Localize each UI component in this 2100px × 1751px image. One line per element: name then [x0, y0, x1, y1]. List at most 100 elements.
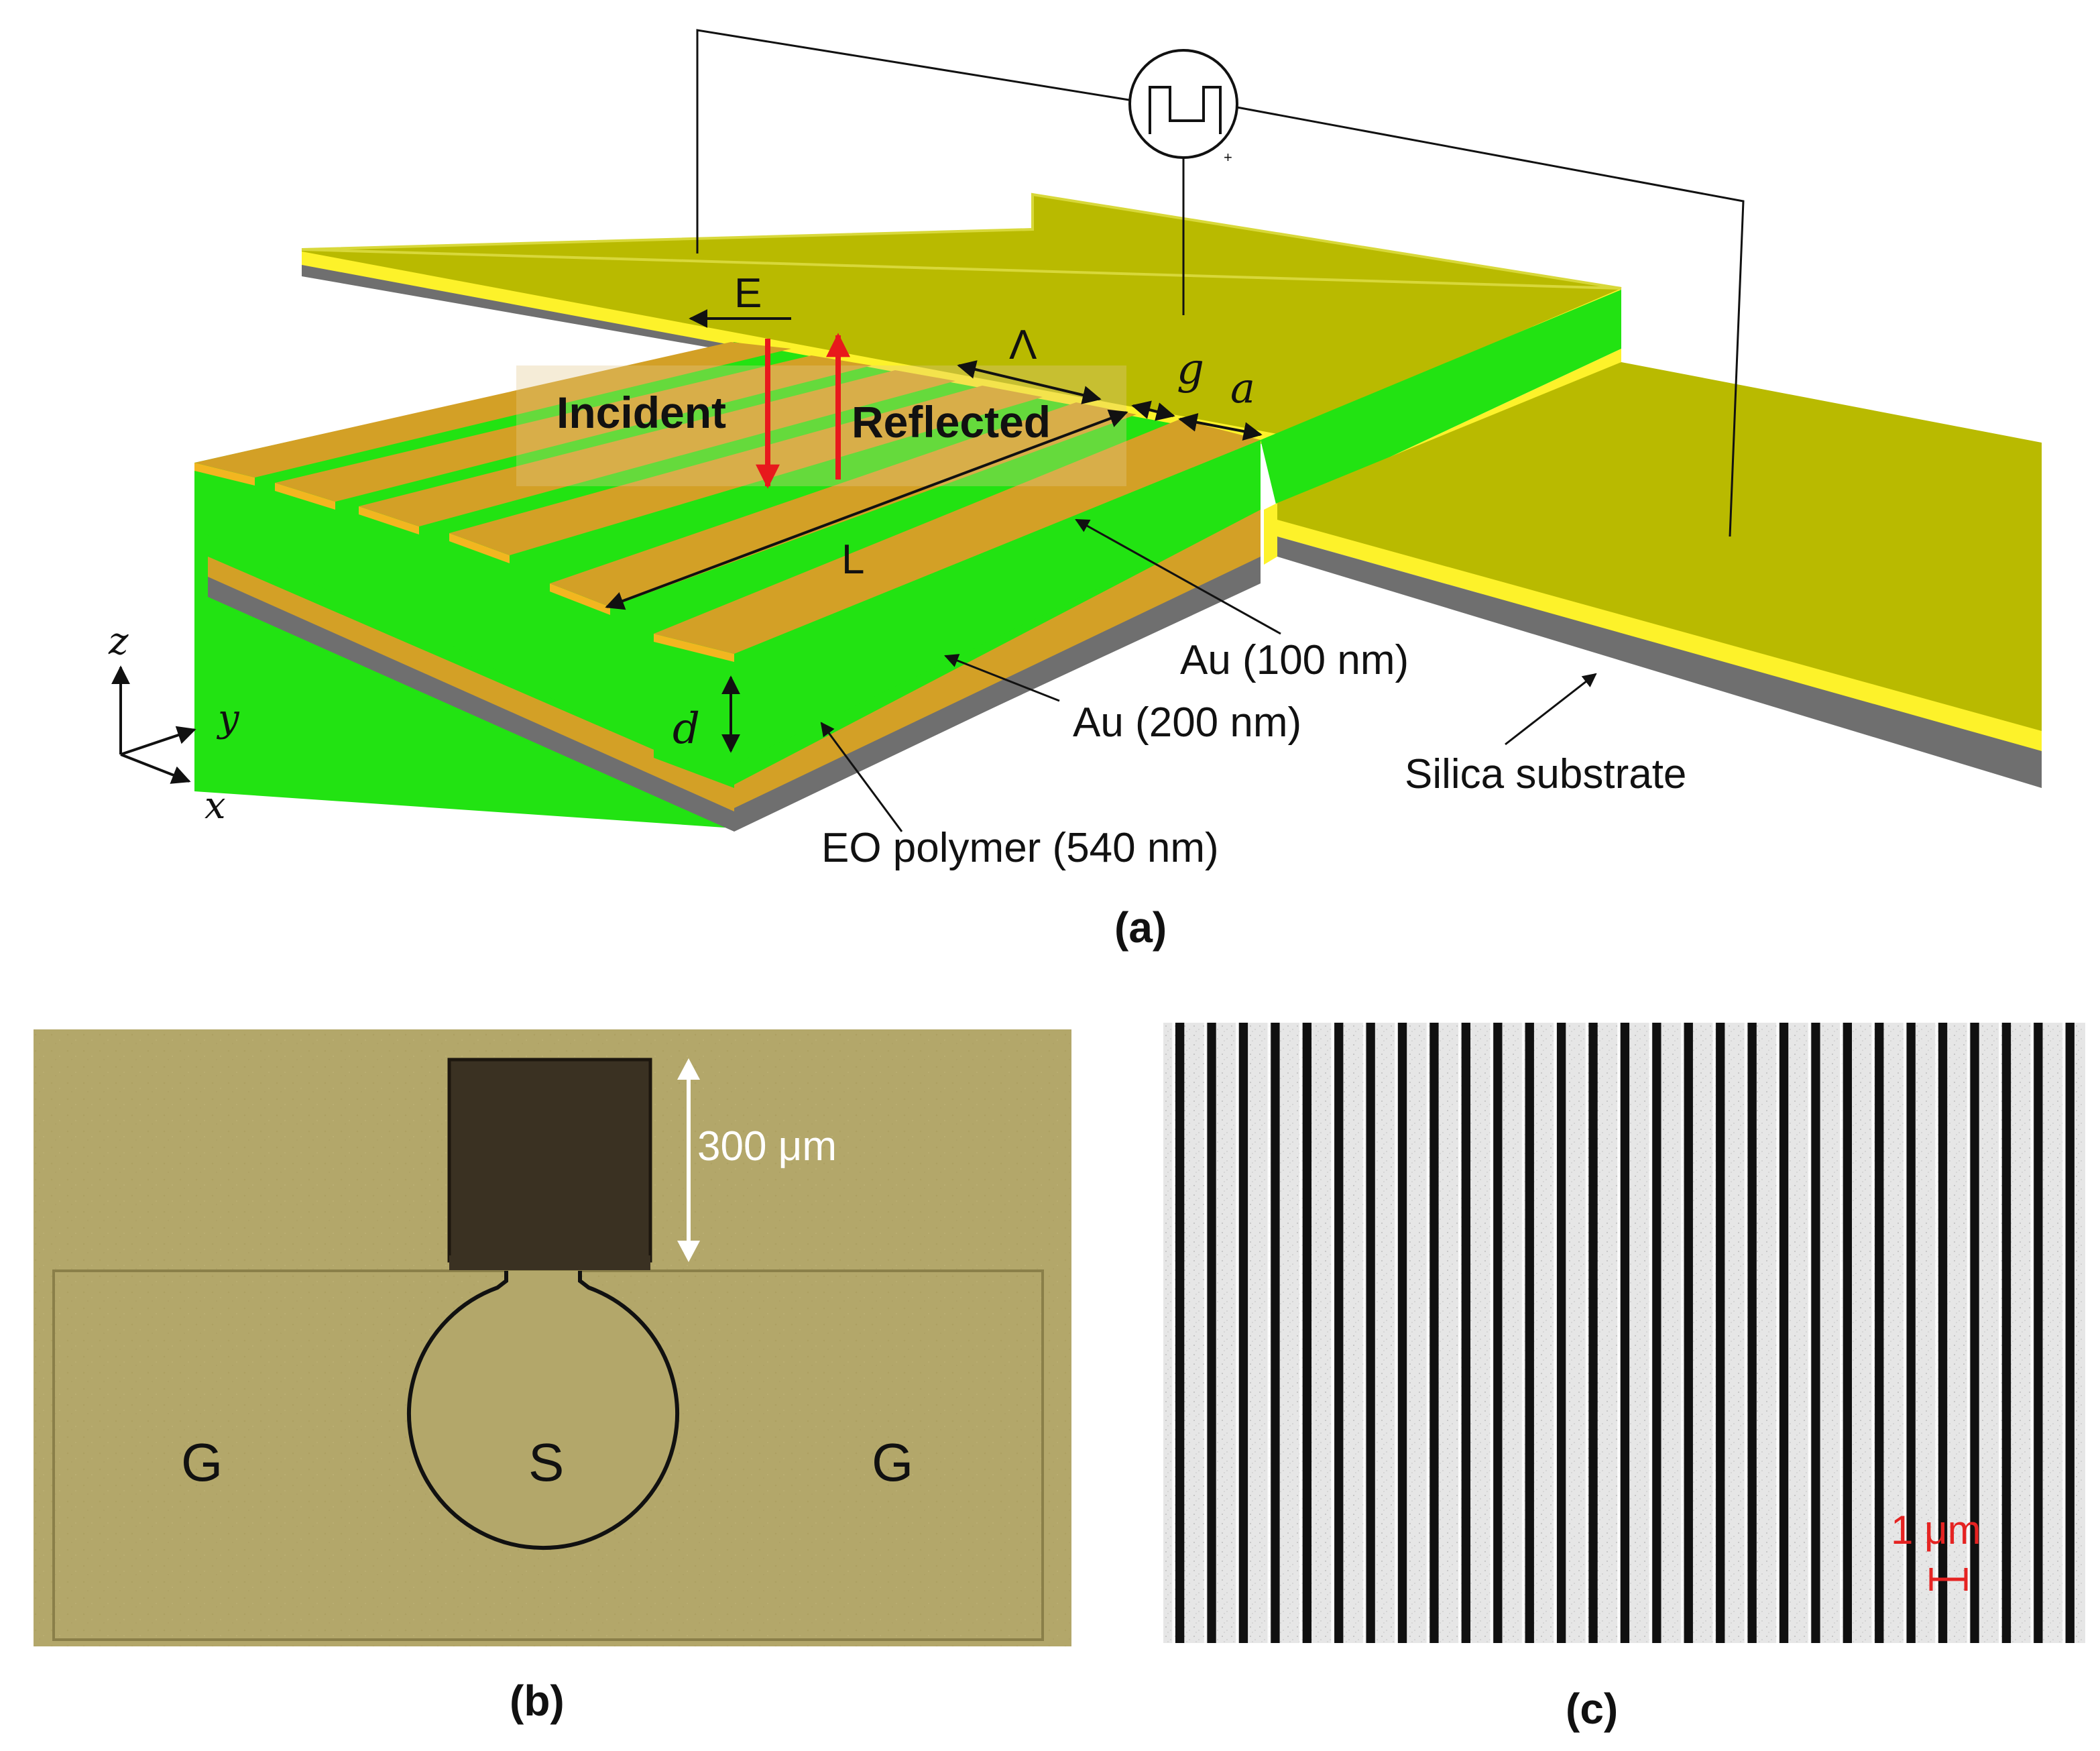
eo-polymer-callout [820, 722, 903, 832]
grating-stripe [1747, 1023, 1757, 1643]
grating-stripe [1652, 1023, 1661, 1643]
grating-stripe [1843, 1023, 1852, 1643]
label-d: d [673, 704, 700, 754]
grating-stripe [1525, 1023, 1534, 1643]
stripe-edge-highlight [1236, 1023, 1238, 1643]
grating-stripe [1557, 1023, 1566, 1643]
stripe-edge-highlight [1521, 1023, 1525, 1643]
label-incident: Incident [557, 388, 726, 437]
stripe-edge-highlight [1362, 1023, 1366, 1643]
signal-pad-neck [449, 1255, 650, 1270]
panel-a-device-schematic: + E Λ g a Incident Reflected L d Au (100… [108, 29, 2042, 952]
stripe-edge-highlight [2062, 1023, 2065, 1643]
stripe-edge-highlight [1712, 1023, 1716, 1643]
label-silica: Silica substrate [1405, 751, 1686, 797]
stripe-edge-highlight [1490, 1023, 1493, 1643]
label-lambda: Λ [1009, 322, 1037, 368]
stripe-edge-highlight [1331, 1023, 1334, 1643]
stripe-edge-highlight [1999, 1023, 2001, 1643]
signal-ring-electrode [407, 1271, 679, 1550]
grating-stripe [1207, 1023, 1216, 1643]
pad-label-g-right: G [872, 1432, 913, 1492]
grating-stripe [1906, 1023, 1916, 1643]
grating-stripe [1811, 1023, 1820, 1643]
axis-x-label: x [205, 784, 226, 828]
grating-stripe [1938, 1023, 1948, 1643]
square-wave-icon [1149, 86, 1222, 134]
panel-b-caption: (b) [510, 1677, 565, 1725]
stripe-edge-highlight [1204, 1023, 1207, 1643]
scale-label-300um: 300 μm [697, 1123, 837, 1170]
axis-z-label: z [108, 620, 129, 663]
grating-stripe [1493, 1023, 1503, 1643]
grating-stripe [1397, 1023, 1407, 1643]
label-g: g [1177, 345, 1204, 394]
label-l: L [841, 536, 864, 583]
grating-stripe [1620, 1023, 1630, 1643]
stripe-edge-highlight [1935, 1023, 1938, 1643]
grating-stripe [1970, 1023, 1979, 1643]
au-top-callout [1075, 518, 1281, 635]
svg-text:+: + [1224, 149, 1232, 166]
grating-stripe [1430, 1023, 1439, 1643]
grating-stripe [1334, 1023, 1344, 1643]
au-bottom-callout [944, 654, 1060, 702]
panel-c-caption: (c) [1566, 1685, 1618, 1733]
period-arrow [957, 360, 1102, 404]
label-reflected: Reflected [852, 397, 1051, 447]
label-e: E [734, 270, 762, 317]
length-arrow [605, 409, 1128, 610]
grating-ridge [194, 342, 791, 553]
grating-stripe [1175, 1023, 1185, 1643]
label-au-100: Au (100 nm) [1180, 637, 1409, 683]
stripe-edge-highlight [1840, 1023, 1843, 1643]
stripe-edge-highlight [1299, 1023, 1302, 1643]
grating-stripe [1461, 1023, 1470, 1643]
grating-stripe [1684, 1023, 1693, 1643]
label-a: a [1230, 363, 1255, 412]
stripe-edge-highlight [1554, 1023, 1556, 1643]
grating-stripe [1271, 1023, 1280, 1643]
grating-stripe [2001, 1023, 2011, 1643]
stripe-edge-highlight [1395, 1023, 1397, 1643]
label-au-200: Au (200 nm) [1073, 699, 1301, 746]
stripe-edge-highlight [1871, 1023, 1875, 1643]
grating-stripe [1366, 1023, 1375, 1643]
silica-callout [1505, 673, 1597, 746]
stripe-edge-highlight [1426, 1023, 1430, 1643]
stripe-edge-highlight [1680, 1023, 1684, 1643]
grating-stripe [1588, 1023, 1598, 1643]
panel-c-sem-image: 1 μm (c) [1163, 1023, 2085, 1733]
grating-stripe [2065, 1023, 2075, 1643]
stripe-edge-highlight [1808, 1023, 1811, 1643]
grating-stripe [1238, 1023, 1248, 1643]
stripe-edge-highlight [1649, 1023, 1652, 1643]
stripe-edge-highlight [2030, 1023, 2034, 1643]
stripe-edge-highlight [1967, 1023, 1970, 1643]
panel-a-caption: (a) [1114, 903, 1167, 952]
grating-stripe [2034, 1023, 2043, 1643]
stripe-edge-highlight [1776, 1023, 1779, 1643]
grating-stripe [1716, 1023, 1725, 1643]
pad-label-s: S [528, 1432, 564, 1492]
panel-b-optical-micrograph: 300 μm G S G (b) [34, 1029, 1071, 1725]
label-eo-polymer: EO polymer (540 nm) [821, 825, 1219, 871]
stripe-edge-highlight [1172, 1023, 1175, 1643]
grating-stripe [1779, 1023, 1789, 1643]
signal-generator-icon [1128, 49, 1238, 159]
coordinate-axes: z y x [108, 620, 240, 828]
scale-label-1um: 1 μm [1891, 1508, 1981, 1552]
gap-g-arrow [1131, 400, 1175, 421]
stripe-edge-highlight [1585, 1023, 1588, 1643]
voltage-source: + [696, 29, 1745, 537]
stripe-edge-highlight [1458, 1023, 1461, 1643]
grating-stripes [1172, 1023, 2075, 1643]
width-a-arrow [1178, 412, 1263, 441]
pad-label-g-left: G [181, 1432, 223, 1492]
axis-y-label: y [216, 697, 240, 740]
stripe-edge-highlight [1617, 1023, 1620, 1643]
grating-ridge [275, 355, 872, 594]
grating-stripe [1302, 1023, 1311, 1643]
grating-stripe [1875, 1023, 1884, 1643]
